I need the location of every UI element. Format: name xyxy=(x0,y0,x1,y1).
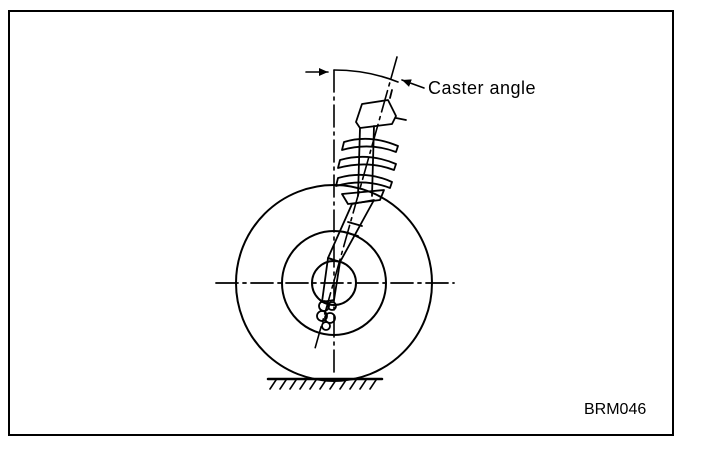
spring-lower-seat xyxy=(341,189,385,205)
caster-angle-arc xyxy=(333,69,399,83)
caster-angle-indicator xyxy=(305,68,425,89)
figure-code: BRM046 xyxy=(584,401,647,418)
strut-assembly xyxy=(316,89,407,331)
label-arrow-leader xyxy=(401,79,425,89)
ground xyxy=(266,377,384,390)
lower-ball-joint xyxy=(316,300,337,331)
coil-spring xyxy=(335,125,399,197)
diagram-frame xyxy=(8,10,674,436)
steering-knuckle xyxy=(321,257,341,303)
strut-top-mount xyxy=(355,99,397,129)
caster-angle-label: Caster angle xyxy=(428,78,537,98)
